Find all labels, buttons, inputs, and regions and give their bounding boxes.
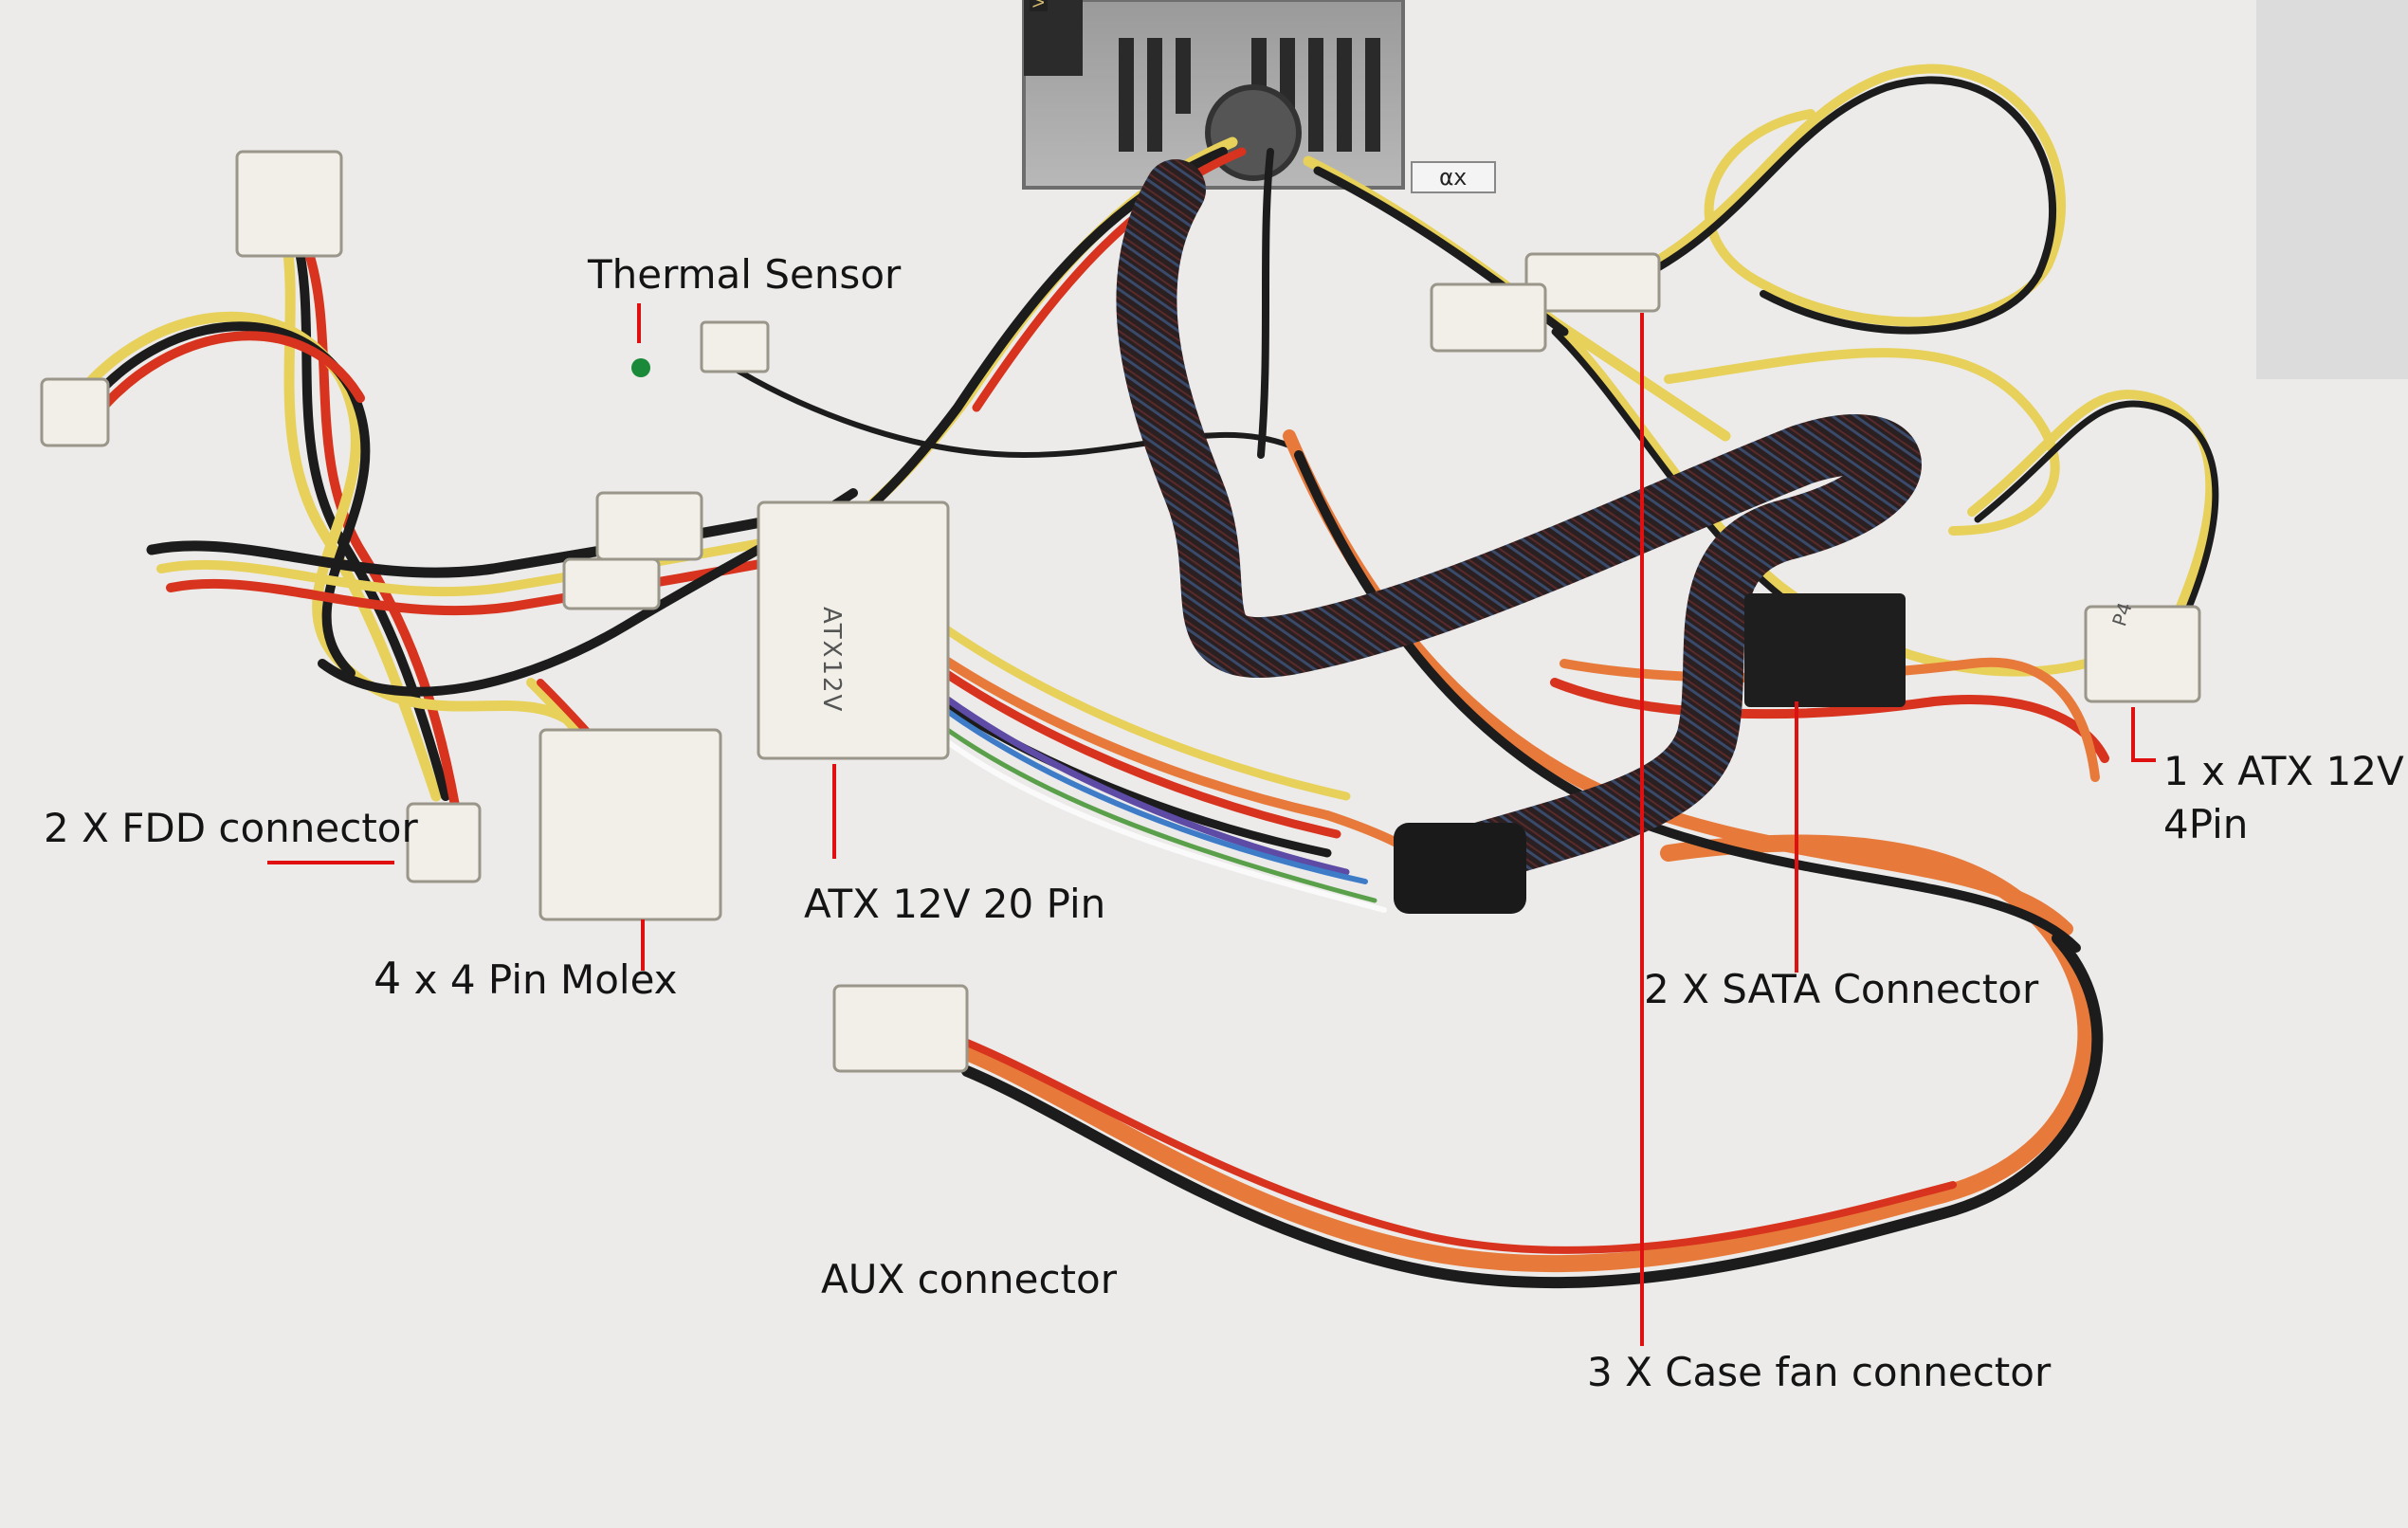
label-fdd-connector: 2 X FDD connector — [44, 805, 418, 851]
connectors — [40, 150, 2201, 1073]
atx-connector-print: ATX12V — [817, 607, 846, 714]
label-aux-connector: AUX connector — [821, 1256, 1117, 1302]
sleeved-cable — [1116, 159, 1922, 883]
leader-thermal-sensor — [637, 303, 641, 343]
leader-atx-20pin — [832, 764, 836, 859]
leader-atx-4pin-v — [2131, 707, 2135, 762]
aux-wire-loop — [958, 429, 2109, 1289]
label-atx-20pin: ATX 12V 20 Pin — [804, 881, 1106, 927]
heat-shrink-band — [1394, 823, 1526, 914]
leader-atx-4pin-h — [2131, 758, 2156, 762]
leader-sata — [1795, 701, 1798, 973]
leader-molex — [641, 919, 645, 971]
psu-warning-sticker: VOID IF REMOVED — [1030, 0, 1048, 11]
label-thermal-sensor: Thermal Sensor — [588, 251, 902, 298]
label-atx-4pin-line2: 4Pin — [2163, 801, 2249, 847]
label-sata-connector: 2 X SATA Connector — [1644, 966, 2039, 1012]
label-case-fan: 3 X Case fan connector — [1587, 1349, 2052, 1395]
thermal-sensor-bead — [631, 358, 650, 377]
sata-connector-body — [1744, 593, 1906, 707]
leader-fdd — [267, 861, 394, 864]
label-molex-count: 4 — [374, 953, 402, 1004]
label-molex: 4 x 4 Pin Molex — [374, 954, 678, 1004]
label-atx-4pin-line1: 1 x ATX 12V — [2163, 748, 2404, 794]
psu-housing — [1022, 0, 1405, 190]
leader-case-fan — [1640, 313, 1644, 1346]
psu-model-tag: αx — [1411, 161, 1496, 193]
label-molex-text: x 4 Pin Molex — [413, 956, 678, 1003]
